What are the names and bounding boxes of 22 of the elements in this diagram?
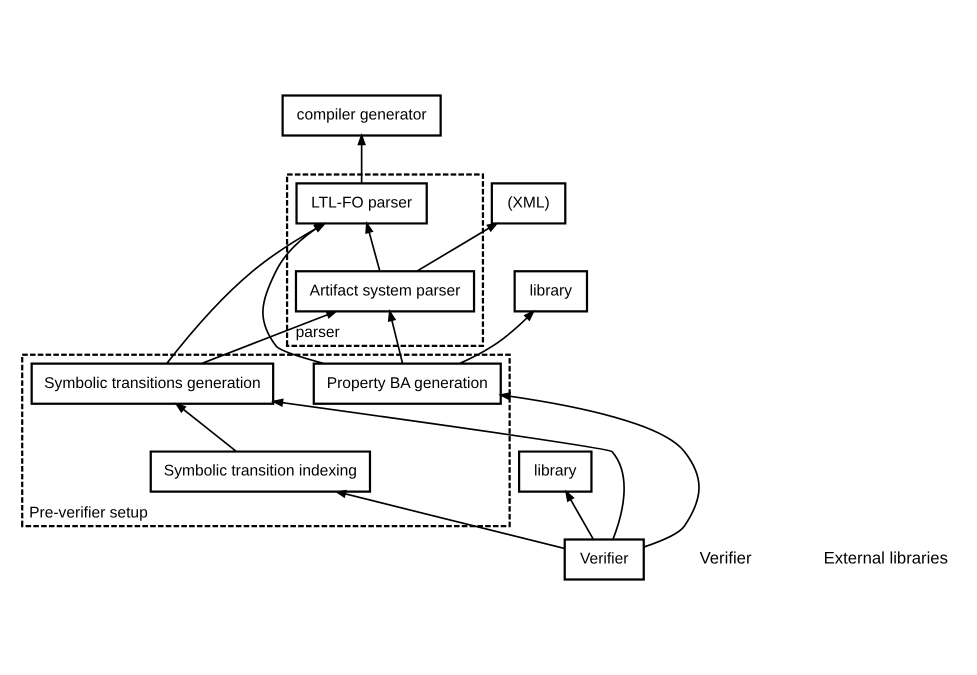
arrow: [357, 133, 366, 184]
node-box: Symbolic transitions generation: [30, 362, 274, 405]
node-box: library: [518, 450, 593, 493]
arrow: [334, 490, 565, 550]
node-box: (XML): [490, 182, 566, 225]
arrow: [564, 489, 594, 540]
node-box: Property BA generation: [312, 362, 502, 405]
arrow: [365, 221, 381, 272]
node-box: Verifier: [564, 538, 645, 581]
arrow: [174, 402, 237, 452]
node-box: Symbolic transition indexing: [150, 450, 372, 493]
label: External libraries: [824, 548, 948, 568]
label: Verifier: [700, 548, 752, 568]
node-box: compiler generator: [282, 94, 442, 137]
arrow: [498, 392, 700, 548]
node-box: library: [514, 270, 588, 312]
arrow: [201, 310, 338, 364]
arrow: [388, 309, 404, 364]
arrow: [270, 398, 625, 540]
node-box: LTL-FO parser: [295, 182, 428, 225]
node-box: Artifact system parser: [294, 270, 476, 312]
arrow: [416, 222, 499, 272]
